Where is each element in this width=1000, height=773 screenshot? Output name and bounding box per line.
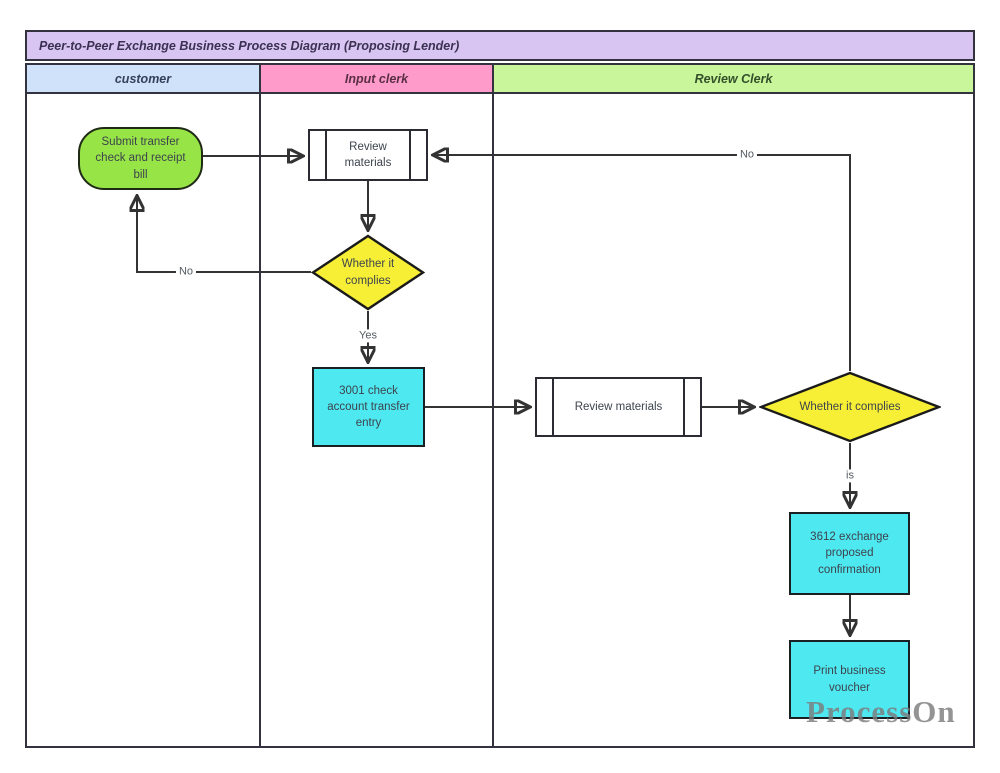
node-label: Review materials (574, 400, 663, 413)
diagram-title: Peer-to-Peer Exchange Business Process D… (39, 38, 460, 53)
node-decision-complies-2: Whether it complies (759, 371, 941, 443)
predefined-process-bar (683, 379, 685, 435)
node-label: Whether it complies (799, 400, 901, 413)
node-label: Whether it complies (341, 258, 395, 287)
node-label: 3612 exchange proposed confirmation (810, 531, 889, 576)
edge-label-no: No (175, 265, 197, 279)
diamond-shape (759, 371, 941, 443)
node-label: Review materials (344, 140, 392, 169)
lane-label: Review Clerk (694, 71, 773, 86)
lane-label: customer (114, 71, 172, 86)
node-print-business-voucher: Print business voucher (789, 640, 910, 719)
node-review-materials-2: Review materials (535, 377, 702, 437)
predefined-process-bar (325, 131, 327, 179)
processon-watermark: ProcessOn (806, 694, 956, 729)
node-decision-complies-1: Whether it complies (311, 234, 425, 311)
lane-label: Input clerk (344, 71, 409, 86)
node-label: Submit transfer check and receipt bill (95, 136, 186, 181)
edge-label-yes: Yes (356, 329, 380, 343)
node-submit-transfer: Submit transfer check and receipt bill (78, 127, 203, 190)
lane-header-review-clerk: Review Clerk (492, 63, 975, 94)
predefined-process-bar (552, 379, 554, 435)
lane-divider (492, 94, 494, 748)
node-3612-exchange-confirmation: 3612 exchange proposed confirmation (789, 512, 910, 595)
node-label: 3001 check account transfer entry (327, 384, 410, 430)
node-review-materials-1: Review materials (308, 129, 428, 181)
node-3001-check-entry: 3001 check account transfer entry (312, 367, 425, 447)
lane-divider (259, 94, 261, 748)
lane-header-input-clerk: Input clerk (259, 63, 494, 94)
predefined-process-bar (409, 131, 411, 179)
edge-label-is: is (843, 469, 857, 483)
diamond-shape (311, 234, 425, 311)
diagram-title-bar: Peer-to-Peer Exchange Business Process D… (25, 30, 975, 61)
edge-label-no: No (736, 148, 758, 162)
lane-header-customer: customer (25, 63, 261, 94)
node-label: Print business voucher (813, 665, 886, 694)
